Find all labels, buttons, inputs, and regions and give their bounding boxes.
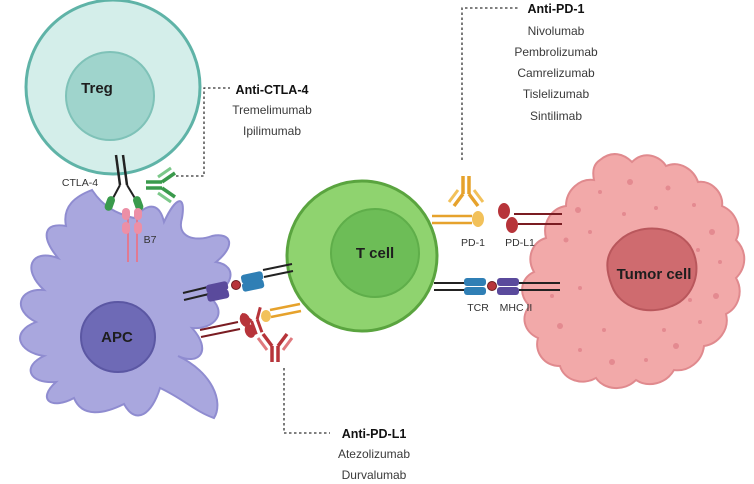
apc-cell: APC [19, 188, 232, 420]
treg-nucleus [65, 51, 155, 141]
ctla4-label: CTLA-4 [62, 177, 98, 189]
mhc-tcr-complex-apc [182, 263, 294, 302]
anti-ctla4-drug-1: Tremelimumab [232, 103, 312, 117]
anti-pd1-annotation: Anti-PD-1 Nivolumab Pembrolizumab Camrel… [514, 2, 598, 123]
ctla4-receptor [104, 154, 144, 211]
tumor-cell: Tumor cell [521, 153, 746, 389]
tcr-label: TCR [467, 302, 489, 314]
tumor-label: Tumor cell [617, 266, 692, 283]
pd1-tcell-lower [261, 302, 302, 322]
mhc2-receptor [497, 278, 519, 286]
t-cell: T cell [285, 179, 439, 333]
t-cell-nucleus [330, 208, 420, 298]
anti-pd1-drug-4: Tislelizumab [523, 87, 590, 101]
anti-pdl1-drug-2: Durvalumab [342, 468, 407, 482]
anti-pdl1-antibody-upper [240, 306, 264, 335]
anti-pd1-leader [461, 7, 518, 160]
anti-ctla4-drug-2: Ipilimumab [243, 124, 301, 138]
tumor-nucleus [606, 227, 698, 312]
apc-label: APC [101, 329, 133, 346]
treg-label: Treg [81, 80, 113, 97]
anti-pd1-drug-1: Nivolumab [528, 24, 585, 38]
anti-ctla4-leader [176, 87, 230, 177]
anti-pd1-heading: Anti-PD-1 [528, 2, 585, 16]
pd1-label: PD-1 [461, 237, 485, 249]
pdl1-apc [199, 313, 256, 338]
anti-pdl1-drug-1: Atezolizumab [338, 447, 410, 461]
anti-ctla4-antibody [146, 166, 176, 204]
tcr-mhc2-complex [434, 278, 560, 295]
b7-ligand [122, 208, 142, 262]
pd1-receptor [432, 211, 484, 227]
tcr-receptor [464, 278, 486, 286]
tumor-granules [550, 179, 722, 365]
anti-pd1-drug-3: Camrelizumab [517, 66, 595, 80]
pdl1-label: PD-L1 [505, 237, 535, 249]
anti-pdl1-heading: Anti-PD-L1 [342, 427, 407, 441]
apc-nucleus [80, 301, 156, 373]
anti-pdl1-annotation: Anti-PD-L1 Atezolizumab Durvalumab [338, 427, 410, 482]
t-cell-label: T cell [356, 245, 394, 262]
anti-pd1-antibody [447, 176, 485, 208]
anti-pd1-drug-2: Pembrolizumab [514, 45, 598, 59]
b7-label: B7 [144, 234, 157, 246]
pdl1-receptor [498, 203, 562, 233]
anti-ctla4-annotation: Anti-CTLA-4 Tremelimumab Ipilimumab [232, 83, 312, 138]
treg-cell: Treg [24, 0, 202, 176]
anti-pd1-drug-5: Sintilimab [530, 109, 582, 123]
anti-pdl1-antibody-lower [256, 332, 294, 362]
anti-pdl1-leader [283, 368, 330, 434]
anti-ctla4-heading: Anti-CTLA-4 [236, 83, 309, 97]
mhc2-label: MHC II [500, 302, 533, 314]
